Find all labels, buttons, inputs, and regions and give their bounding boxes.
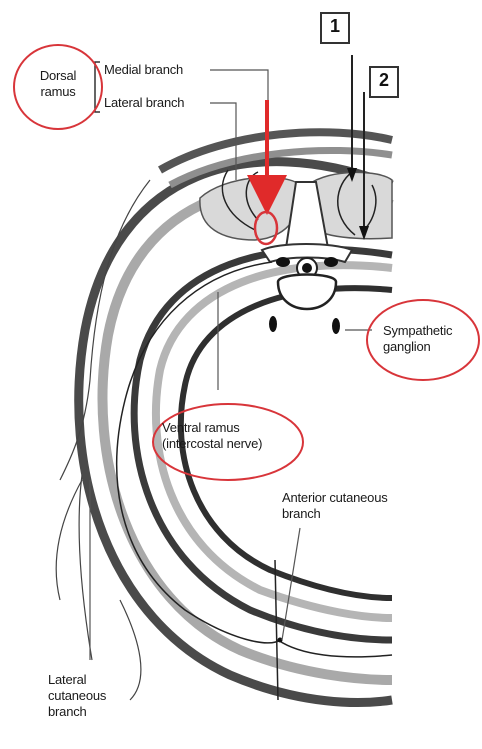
lateral-cutaneous-twig-1 <box>56 480 82 600</box>
anterior-cutaneous-label: Anterior cutaneous branch <box>282 490 388 522</box>
left-nerve-root <box>276 257 290 267</box>
sympathetic-ganglion-label: Sympathetic ganglion <box>383 323 452 355</box>
lateral-cutaneous-label: Lateral cutaneous branch <box>48 672 106 720</box>
lateral-cut-label-line3: branch <box>48 704 106 720</box>
vertebral-body <box>278 275 336 310</box>
ventral-ramus-label: Ventral ramus (intercostal nerve) <box>162 420 262 452</box>
anterior-label-line1: Anterior cutaneous <box>282 490 388 506</box>
lateral-cutaneous-twig-2 <box>120 600 141 700</box>
dorsal-ramus-label-line2: ramus <box>34 84 82 100</box>
lateral-cut-label-line2: cutaneous <box>48 688 106 704</box>
anterior-cutaneous-nerve <box>275 560 278 700</box>
lateral-branch-label: Lateral branch <box>104 95 184 111</box>
sympathetic-label-line1: Sympathetic <box>383 323 452 339</box>
callout-box-1: 1 <box>320 12 350 44</box>
right-nerve-root <box>324 257 338 267</box>
ventral-label-line2: (intercostal nerve) <box>162 436 262 452</box>
ventral-label-line1: Ventral ramus <box>162 420 262 436</box>
spinal-cord <box>302 263 312 273</box>
left-sympathetic-ganglion <box>269 316 277 332</box>
dorsal-ramus-label: Dorsal ramus <box>34 68 82 100</box>
anterior-label-line2: branch <box>282 506 388 522</box>
right-sympathetic-ganglion <box>332 318 340 334</box>
callout-box-2: 2 <box>369 66 399 98</box>
sympathetic-label-line2: ganglion <box>383 339 452 355</box>
medial-branch-label: Medial branch <box>104 62 183 78</box>
lateral-cut-label-line1: Lateral <box>48 672 106 688</box>
dorsal-ramus-label-line1: Dorsal <box>34 68 82 84</box>
